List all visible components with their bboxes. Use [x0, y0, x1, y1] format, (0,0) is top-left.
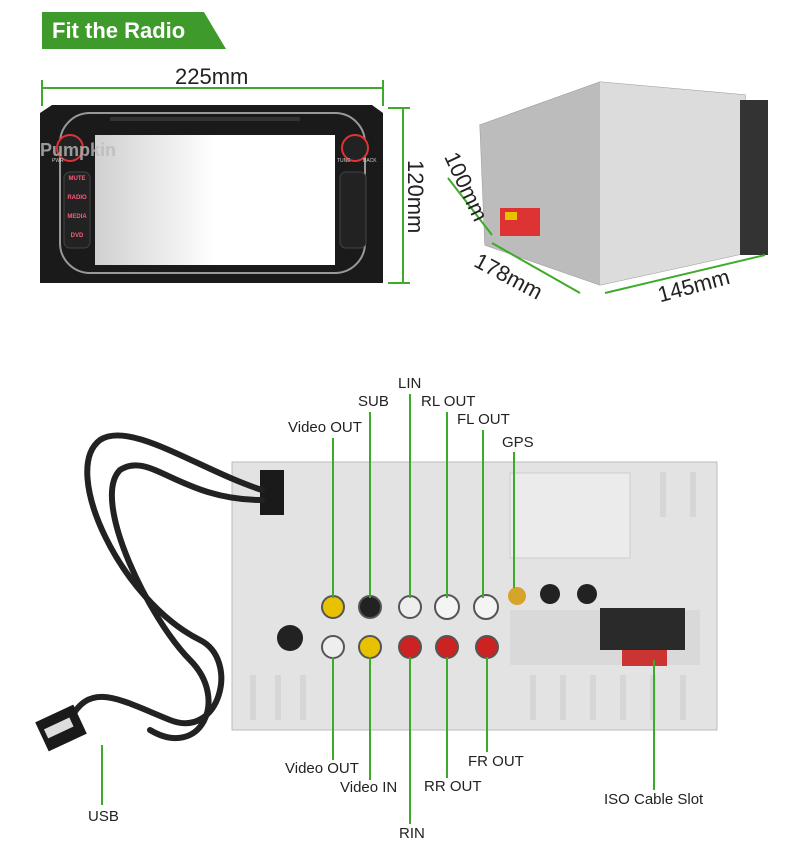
label-fr-out: FR OUT [468, 753, 524, 770]
label-video-in: Video IN [340, 779, 398, 796]
label-rin: RIN [399, 825, 425, 842]
width-label: 225mm [175, 64, 249, 89]
radio-button-dvd: DVD [70, 233, 84, 239]
label-rr-out: RR OUT [424, 778, 482, 795]
label-sub: SUB [358, 393, 389, 410]
radio-button-media: MEDIA [67, 214, 87, 220]
radio-unit-side-image [479, 81, 768, 286]
radio-button-radio: RADIO [67, 195, 87, 201]
label-usb: USB [88, 808, 119, 825]
section-banner: Fit the Radio [42, 12, 226, 49]
knob-label-tune: TUNE [337, 158, 351, 164]
radio-front-image [40, 105, 383, 283]
label-video-out-bottom: Video OUT [285, 760, 359, 777]
knob-label-back: BACK [363, 158, 377, 164]
label-gps: GPS [502, 434, 534, 451]
radio-button-mute: MUTE [68, 176, 86, 182]
label-fl-out: FL OUT [457, 411, 510, 428]
usb-cable-image [67, 432, 265, 741]
logo-watermark: Pumpkin [40, 140, 117, 160]
callout-lines [101, 394, 655, 824]
label-iso-cable-slot: ISO Cable Slot [604, 791, 704, 808]
label-video-out-top: Video OUT [288, 419, 362, 436]
width-dimension-line [41, 80, 410, 284]
label-rl-out: RL OUT [421, 393, 476, 410]
knob-label-pwr: PWR [52, 158, 64, 164]
height-label: 120mm [403, 160, 428, 234]
back-panel-image [231, 461, 718, 731]
label-lin: LIN [398, 375, 422, 392]
